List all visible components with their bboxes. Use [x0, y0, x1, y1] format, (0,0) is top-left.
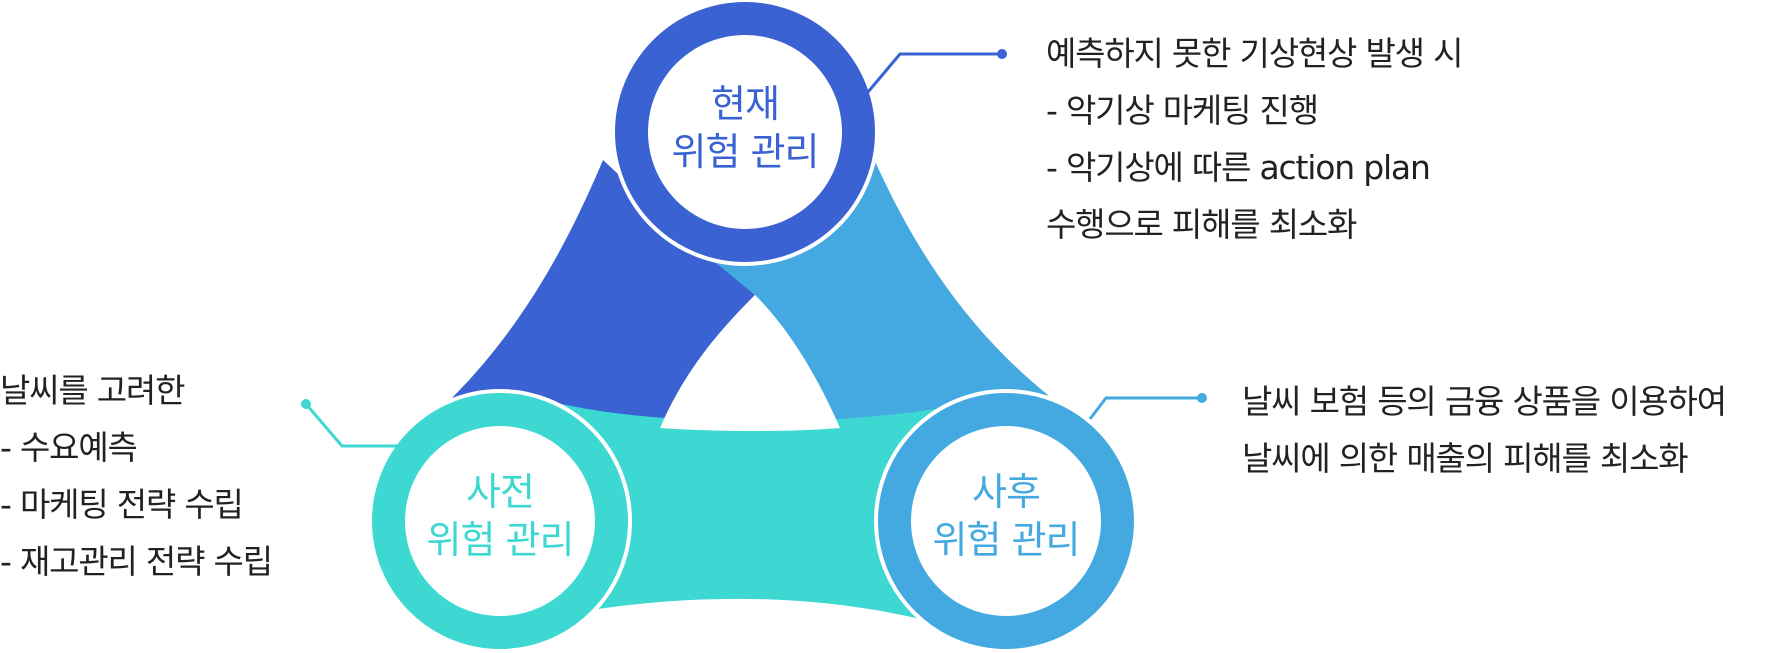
node-pre-line2: 위험 관리 — [426, 518, 575, 562]
leader-current — [866, 49, 1007, 93]
node-current-line2: 위험 관리 — [671, 130, 820, 174]
node-pre-label: 사전 위험 관리 — [355, 468, 645, 564]
leader-post — [1088, 393, 1207, 420]
description-post: 날씨 보험 등의 금융 상품을 이용하여 날씨에 의한 매출의 피해를 최소화 — [1242, 373, 1727, 487]
description-post-line: 날씨 보험 등의 금융 상품을 이용하여 — [1242, 382, 1727, 421]
description-current-line: 예측하지 못한 기상현상 발생 시 — [1046, 34, 1463, 73]
description-pre-line: - 수요예측 — [0, 428, 138, 467]
description-pre-line: - 마케팅 전략 수립 — [0, 485, 244, 524]
node-pre-line1: 사전 — [466, 470, 535, 514]
description-pre: 날씨를 고려한 - 수요예측 - 마케팅 전략 수립 - 재고관리 전략 수립 — [0, 362, 273, 590]
description-post-line: 날씨에 의한 매출의 피해를 최소화 — [1242, 439, 1689, 478]
node-current-label: 현재 위험 관리 — [600, 80, 890, 176]
leader-pre — [301, 399, 398, 448]
description-current-line: - 악기상 마케팅 진행 — [1046, 91, 1319, 130]
description-pre-line: 날씨를 고려한 — [0, 371, 185, 410]
node-post-line1: 사후 — [972, 470, 1041, 514]
center-gap — [660, 295, 840, 431]
band-pre-to-post — [545, 400, 960, 625]
description-current-line: 수행으로 피해를 최소화 — [1046, 205, 1357, 244]
description-current-line: - 악기상에 따른 action plan — [1046, 148, 1431, 187]
node-post-label: 사후 위험 관리 — [861, 468, 1151, 564]
band-current-to-pre — [450, 160, 755, 430]
node-current-line1: 현재 — [711, 82, 780, 126]
node-post — [874, 389, 1138, 653]
description-pre-line: - 재고관리 전략 수립 — [0, 542, 273, 581]
node-pre — [368, 389, 632, 653]
node-current — [611, 0, 879, 266]
band-current-to-post — [700, 150, 1048, 428]
node-post-line2: 위험 관리 — [932, 518, 1081, 562]
description-current: 예측하지 못한 기상현상 발생 시 - 악기상 마케팅 진행 - 악기상에 따른… — [1046, 25, 1463, 253]
